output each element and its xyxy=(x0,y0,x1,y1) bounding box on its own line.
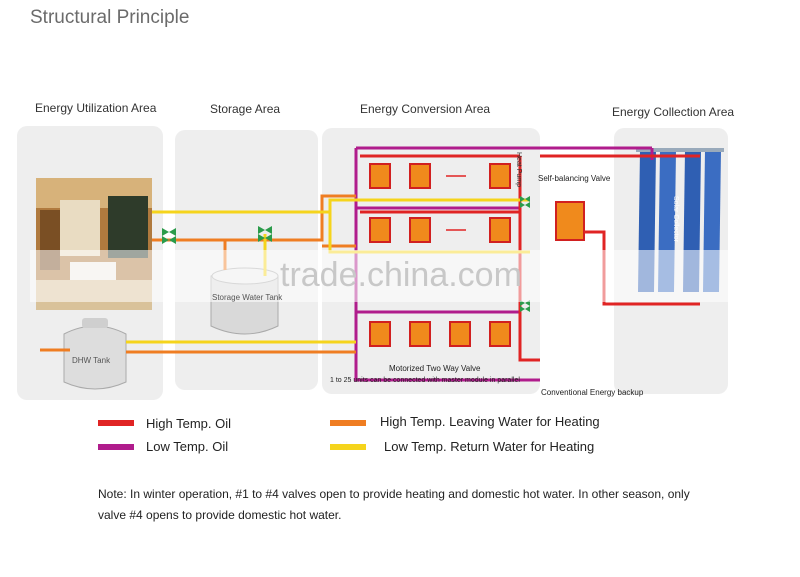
area-label-conversion: Energy Conversion Area xyxy=(360,102,491,116)
legend-swatch-high-temp-water xyxy=(330,420,366,426)
legend-label-low-temp-water: Low Temp. Return Water for Heating xyxy=(384,439,595,454)
valve-icons xyxy=(162,196,530,312)
area-label-collection: Energy Collection Area xyxy=(612,105,735,119)
watermark-text: trade.china.com xyxy=(280,256,522,294)
storage-tank-label: Storage Water Tank xyxy=(212,293,283,302)
page-title: Structural Principle xyxy=(30,7,190,28)
self-balancing-exchanger xyxy=(555,201,585,241)
heat-pump-units xyxy=(369,163,511,347)
area-label-utilization: Energy Utilization Area xyxy=(35,101,157,115)
dhw-tank xyxy=(63,318,127,390)
self-balancing-valve-label: Self-balancing Valve xyxy=(538,174,611,183)
heat-pump-label: Heat Pump xyxy=(515,152,522,188)
high-temp-water-pipes xyxy=(40,194,356,354)
low-temp-oil-pipes xyxy=(354,146,654,382)
valve-2-icon xyxy=(258,226,272,242)
legend-swatch-low-temp-water xyxy=(330,444,366,450)
watermark-band xyxy=(30,250,770,302)
legend-swatch-low-temp-oil xyxy=(98,444,134,450)
operation-note: Note: In winter operation, #1 to #4 valv… xyxy=(98,487,690,522)
heat-pump-dashes xyxy=(446,175,466,231)
area-label-storage: Storage Area xyxy=(210,102,281,116)
legend-label-high-temp-oil: High Temp. Oil xyxy=(146,416,232,431)
solar-collector-label: Solar Collector xyxy=(672,196,679,242)
motorized-valve-label: Motorized Two Way Valve xyxy=(389,364,481,373)
valve-3-icon xyxy=(520,196,530,208)
valve-1-icon xyxy=(162,228,176,244)
dhw-tank-label: DHW Tank xyxy=(72,356,111,365)
valve-4-icon xyxy=(520,300,530,312)
legend-label-high-temp-water: High Temp. Leaving Water for Heating xyxy=(380,414,600,429)
legend-swatch-high-temp-oil xyxy=(98,420,134,426)
legend-label-low-temp-oil: Low Temp. Oil xyxy=(146,439,229,454)
conventional-backup-label: Conventional Energy backup xyxy=(541,388,644,397)
units-note-label: 1 to 25 units can be connected with mast… xyxy=(330,377,520,384)
